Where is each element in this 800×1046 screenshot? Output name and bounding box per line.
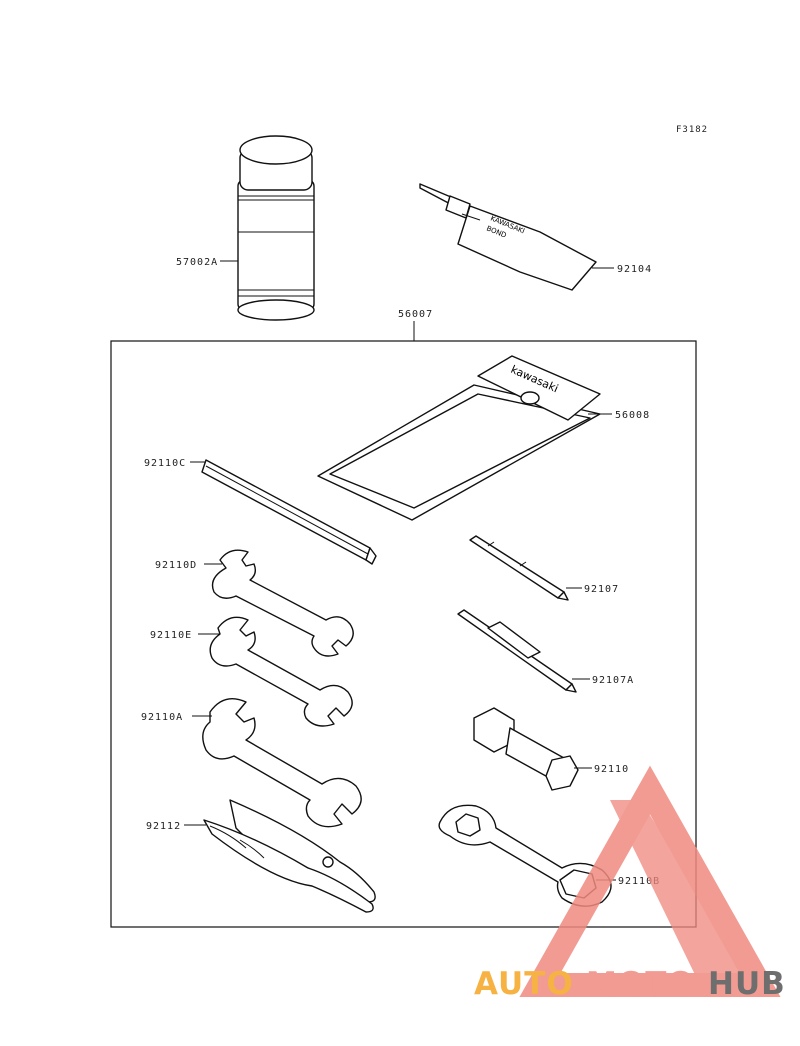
tool-kit-box <box>110 340 697 928</box>
label-92107: 92107 <box>584 584 619 595</box>
watermark-hub: HUB <box>708 966 786 1002</box>
watermark-triangle <box>519 765 781 997</box>
label-92110D: 92110D <box>155 560 197 571</box>
screwdriver-bit-part <box>469 535 569 601</box>
figure-code: F3182 <box>676 125 708 135</box>
label-57002A: 57002A <box>176 257 218 268</box>
label-92110B: 92110B <box>618 876 660 887</box>
label-92110A: 92110A <box>141 712 183 723</box>
watermark-logo: AUTO MOTO HUB <box>474 765 786 1002</box>
pliers-part <box>203 799 376 913</box>
label-92104: 92104 <box>617 264 652 275</box>
label-56008: 56008 <box>615 410 650 421</box>
hex-bar-part <box>201 459 377 565</box>
wrench-92110E-part <box>209 616 353 727</box>
watermark-moto: MOTO <box>586 966 695 1002</box>
label-92110E: 92110E <box>150 630 192 641</box>
screwdriver-double-part <box>457 609 577 693</box>
wrench-92110D-part <box>211 549 354 657</box>
bond-tube-part: KAWASAKI BOND <box>419 183 597 291</box>
label-56007: 56007 <box>398 309 433 320</box>
label-92110C: 92110C <box>144 458 186 469</box>
socket-wrench-part <box>473 707 579 791</box>
spray-can-part <box>237 135 315 321</box>
wrench-92110A-part <box>202 698 362 828</box>
label-92112: 92112 <box>146 821 181 832</box>
label-92107A: 92107A <box>592 675 634 686</box>
watermark-auto: AUTO <box>474 966 574 1002</box>
label-92110: 92110 <box>594 764 629 775</box>
tool-bag-part: kawasaki <box>317 355 601 521</box>
